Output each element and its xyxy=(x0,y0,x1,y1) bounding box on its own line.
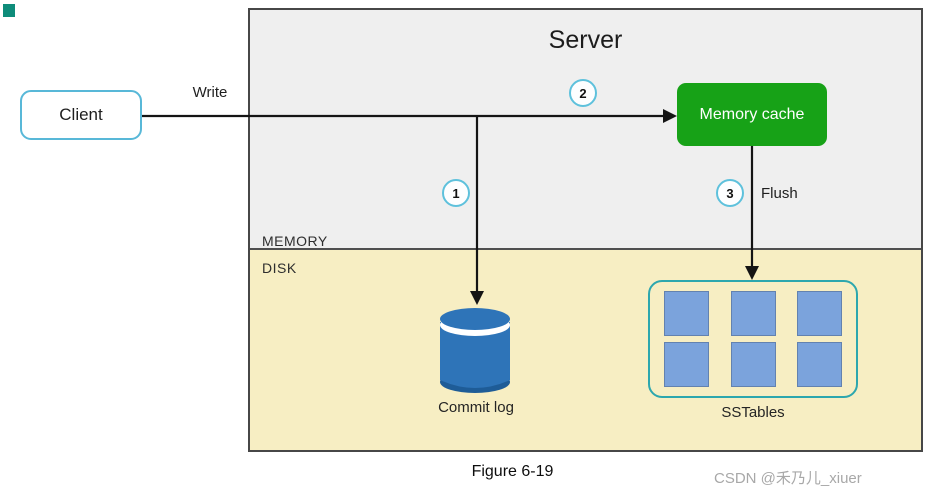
sstable-square xyxy=(730,342,776,388)
sstable-square xyxy=(664,290,709,336)
sstable-row xyxy=(660,290,846,336)
step-number: 3 xyxy=(726,185,734,201)
step-badge-1: 1 xyxy=(442,179,470,207)
step-number: 2 xyxy=(579,85,587,101)
sstable-square xyxy=(797,342,842,388)
step-badge-2: 2 xyxy=(569,79,597,107)
commit-log-label: Commit log xyxy=(438,399,514,416)
memory-cache-label: Memory cache xyxy=(699,105,805,123)
sstable-square xyxy=(730,290,776,336)
sstable-square xyxy=(797,290,842,336)
step-badge-3: 3 xyxy=(716,179,744,207)
client-node: Client xyxy=(20,90,142,140)
sstables-node xyxy=(648,280,858,398)
sstable-row xyxy=(660,342,846,388)
csdn-watermark: CSDN @禾乃儿_xiuer xyxy=(714,470,862,487)
sstables-label: SSTables xyxy=(721,404,785,421)
step-number: 1 xyxy=(452,185,460,201)
flush-arrow-label: Flush xyxy=(761,185,798,202)
memory-cache-node: Memory cache xyxy=(677,83,827,146)
figure-caption: Figure 6-19 xyxy=(471,463,554,480)
write-arrow-label: Write xyxy=(192,84,228,101)
memory-region-label: MEMORY xyxy=(262,233,328,249)
client-label: Client xyxy=(59,105,103,124)
disk-region-label: DISK xyxy=(262,260,297,276)
brand-square xyxy=(3,4,15,17)
server-title: Server xyxy=(548,26,623,54)
sstable-square xyxy=(664,342,709,388)
database-cylinder-icon xyxy=(440,308,510,393)
